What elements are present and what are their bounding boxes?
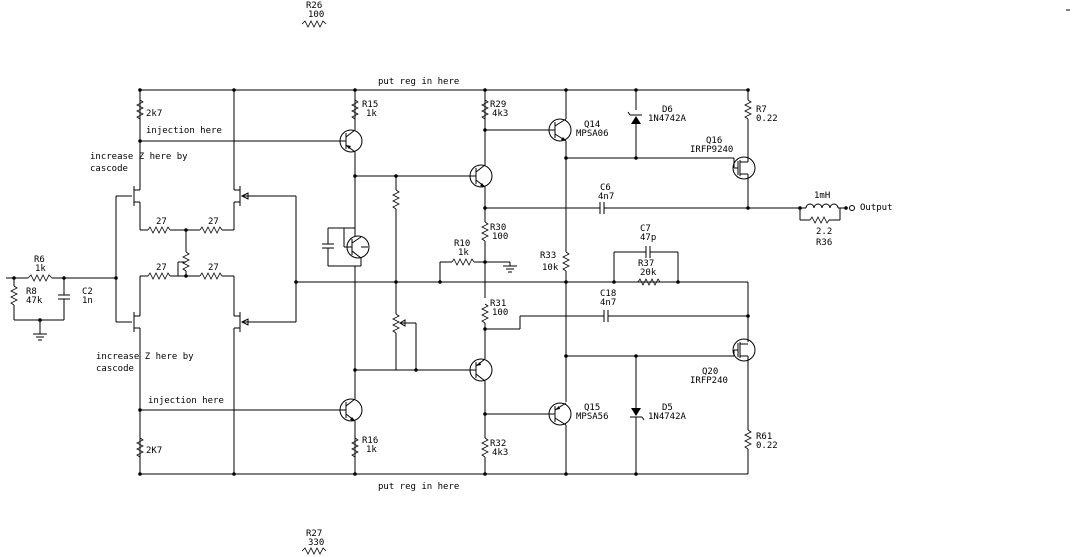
c6-ref: C6 (600, 183, 611, 193)
r29-value: 4k3 (492, 109, 508, 119)
r30-value: 100 (492, 232, 508, 242)
r32-value: 4k3 (492, 448, 508, 458)
c2-ref: C2 (82, 287, 93, 297)
r33-ref: R33 (540, 251, 556, 261)
q16-value: IRFP9240 (690, 145, 733, 155)
c2-value: 1n (82, 296, 93, 306)
q20-ref: Q20 (702, 367, 718, 377)
q14-value: MPSA06 (576, 129, 609, 139)
r16-value: 1k (366, 445, 377, 455)
r10-value: 1k (458, 248, 469, 258)
r27-ref: R27 (306, 529, 322, 539)
r26-ref: R26 (306, 1, 322, 11)
r8-ref: R8 (26, 287, 37, 297)
r31-ref: R31 (490, 299, 506, 309)
r32-ref: R32 (490, 439, 506, 449)
r27-resistor (301, 547, 327, 555)
rbot-value: 2K7 (146, 446, 162, 456)
bottom-note: put reg in here (378, 482, 459, 492)
r37-value: 20k (640, 268, 657, 278)
output-label: Output (860, 203, 893, 213)
re2-value: 27 (208, 217, 219, 227)
d5-ref: D5 (662, 403, 673, 413)
c18-value: 4n7 (600, 298, 616, 308)
d6-ref: D6 (662, 105, 673, 115)
r33-value: 10k (542, 263, 559, 273)
q14-ref: Q14 (584, 120, 600, 130)
r31-value: 100 (492, 308, 508, 318)
r27-value: 330 (308, 538, 324, 548)
r10-ref: R10 (454, 239, 470, 249)
q16-ref: Q16 (706, 136, 722, 146)
r15-ref: R15 (362, 100, 378, 110)
injection-note-top: injection here (146, 126, 222, 136)
rtop-value: 2k7 (146, 109, 162, 119)
c18-ref: C18 (600, 289, 616, 299)
r6-ref: R6 (34, 255, 45, 265)
inductor-value: 1mH (814, 191, 830, 201)
q20-value: IRFP240 (690, 376, 728, 386)
re1-value: 27 (156, 217, 167, 227)
re4-value: 27 (208, 263, 219, 273)
r30-ref: R30 (490, 223, 506, 233)
output-stage (548, 88, 855, 476)
re3-value: 27 (156, 263, 167, 273)
r15-value: 1k (366, 109, 377, 119)
c7-ref: C7 (640, 224, 651, 234)
cascode-note-top-2: cascode (90, 164, 128, 174)
input-stage (114, 88, 748, 476)
r36-value: 2.2 (816, 227, 832, 237)
r26-resistor (301, 20, 327, 28)
r16-ref: R16 (362, 436, 378, 446)
r7-ref: R7 (756, 105, 767, 115)
top-note: put reg in here (378, 77, 459, 87)
r7-value: 0.22 (756, 114, 778, 124)
r26-value: 100 (308, 10, 324, 20)
q15-ref: Q15 (584, 403, 600, 413)
r61-ref: R61 (756, 432, 772, 442)
r29-ref: R29 (490, 100, 506, 110)
driver-stage (438, 88, 604, 476)
q15-value: MPSA56 (576, 412, 609, 422)
injection-note-bottom: injection here (148, 396, 224, 406)
d6-value: 1N4742A (648, 114, 687, 124)
c7-value: 47p (640, 233, 656, 243)
r36-ref: R36 (816, 238, 832, 248)
d5-value: 1N4742A (648, 412, 687, 422)
r8-value: 47k (26, 296, 43, 306)
c6-value: 4n7 (598, 192, 614, 202)
cascode-note-bottom-2: cascode (96, 364, 134, 374)
cascode-note-top-1: increase Z here by (90, 152, 188, 162)
input-network (6, 274, 116, 341)
r61-value: 0.22 (756, 441, 778, 451)
cascode-note-bottom-1: increase Z here by (96, 352, 194, 362)
vas-stage (322, 88, 474, 476)
r6-value: 1k (35, 264, 46, 274)
r37-ref: R37 (638, 259, 654, 269)
